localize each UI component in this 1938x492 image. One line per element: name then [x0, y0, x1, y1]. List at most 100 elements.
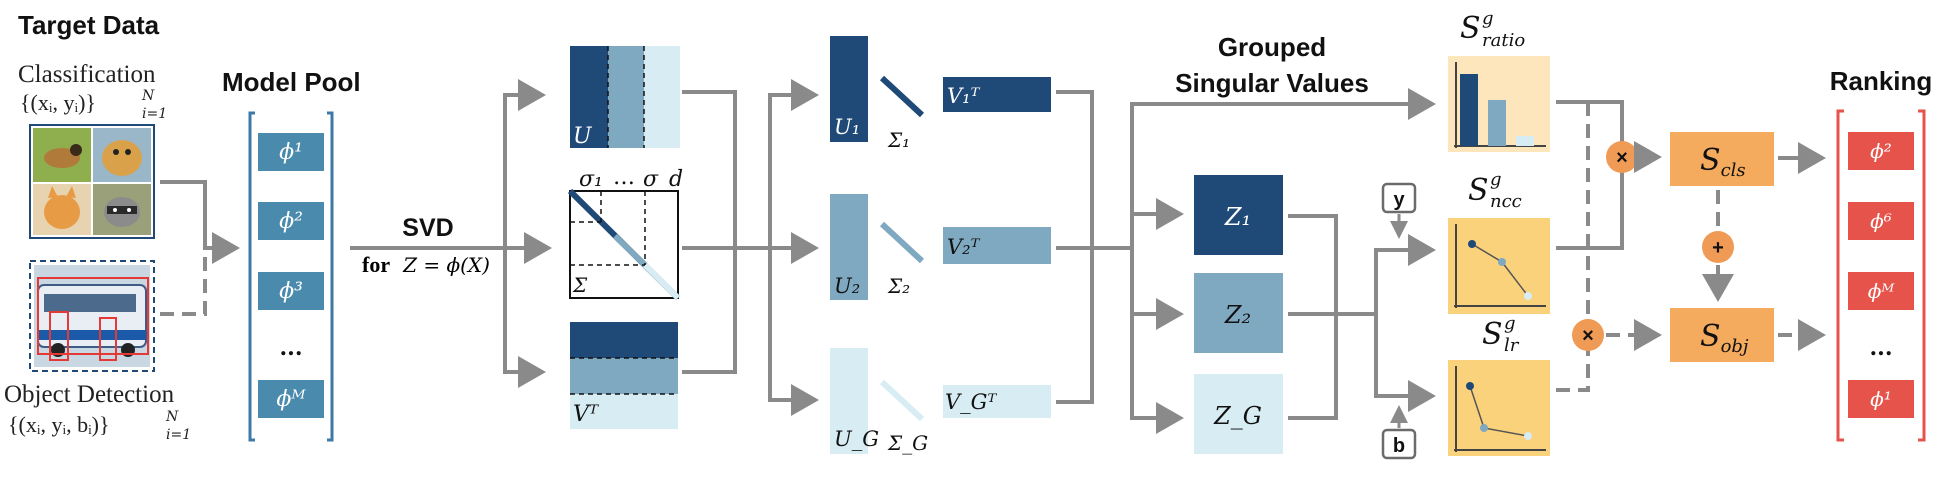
detection-label: Object Detection	[4, 381, 175, 408]
ranking-label-last: ϕ¹	[1870, 387, 1892, 411]
model-pool-item: ϕᴹ	[258, 380, 324, 418]
sigma1-label: Σ₁	[887, 128, 910, 152]
s-cls-base: S	[1700, 143, 1721, 178]
ranking-item: ϕ¹	[1848, 380, 1914, 418]
svg-text:S: S	[1460, 11, 1481, 46]
vt1-out-line	[1056, 90, 1094, 248]
classification-label: Classification	[18, 61, 156, 88]
classification-set-super: N	[141, 88, 155, 104]
vtg-out-line	[1056, 248, 1094, 404]
b-input-box: b	[1381, 428, 1417, 460]
u-matrix: U	[570, 46, 680, 149]
grouped-title-line2: Singular Values	[1175, 68, 1369, 98]
sigma-first-label: σ₁	[579, 167, 603, 192]
classification-set-sub: i=1	[142, 106, 167, 122]
zg-out-line	[1288, 314, 1338, 420]
arrow-detection-to-pool	[160, 248, 207, 316]
sigmag-label: Σ_G	[887, 431, 928, 455]
lr-sup: g	[1504, 313, 1516, 334]
arrow-to-vt	[503, 248, 546, 388]
model-pool-label-2: ϕ²	[279, 209, 303, 234]
multiply-op-obj-label: ×	[1582, 325, 1594, 347]
sigma-last-label: σ_d	[643, 167, 683, 192]
model-pool-section: Model Pool ϕ¹ ϕ² ϕ³ ... ϕᴹ	[222, 67, 361, 442]
ncc-point-2	[1498, 258, 1506, 266]
lr-chart	[1448, 360, 1550, 456]
ratio-bar-2	[1488, 100, 1506, 146]
model-pool-left-bracket	[248, 111, 255, 442]
detection-set-sub: i=1	[166, 427, 191, 443]
ranking-left-bracket	[1836, 109, 1844, 442]
s-cls-box: Scls	[1670, 132, 1774, 186]
detection-set-super: N	[165, 409, 179, 425]
model-pool-ellipsis: ...	[280, 335, 303, 361]
arrow-to-ncc	[1374, 234, 1436, 314]
arrow-to-ratio	[1130, 88, 1436, 248]
target-data-section: Target Data Classification {(xᵢ, yᵢ)} N …	[4, 10, 191, 443]
detection-image	[29, 260, 155, 372]
model-pool-item: ϕ³	[258, 272, 324, 310]
lr-dashed-up	[1556, 350, 1590, 392]
lr-point-3	[1524, 432, 1532, 440]
svg-text:Sobj: Sobj	[1700, 319, 1749, 357]
z1-block: Z₁	[1194, 175, 1283, 255]
u2-label: U₂	[834, 274, 860, 298]
ranking-label-2: ϕ⁶	[1870, 209, 1892, 233]
y-input-box: y	[1381, 182, 1417, 214]
arrow-classification-to-pool	[160, 180, 240, 264]
z1-out-line	[1288, 214, 1338, 314]
ranking-item: ϕᴹ	[1848, 272, 1914, 310]
model-pool-right-bracket	[327, 111, 334, 442]
ranking-item: ϕ⁶	[1848, 202, 1914, 240]
classification-set-body: {(xᵢ, yᵢ)}	[20, 90, 96, 115]
ncc-sub: ncc	[1490, 191, 1522, 212]
svg-text:S: S	[1468, 173, 1489, 208]
model-pool-item: ϕ²	[258, 202, 324, 240]
ncc-point-1	[1468, 240, 1476, 248]
group-2: U₂ Σ₂ V₂ᵀ	[830, 194, 1051, 300]
sigma2-label: Σ₂	[887, 274, 910, 298]
ranking-item: ϕ²	[1848, 132, 1914, 170]
ratio-chart	[1448, 56, 1550, 152]
ranking-label-3: ϕᴹ	[1868, 279, 1896, 303]
grouped-title-line1: Grouped	[1218, 32, 1326, 62]
arrow-to-u	[503, 79, 546, 248]
ratio-score-label: S g ratio	[1460, 8, 1525, 51]
sigma-matrix-label: Σ	[572, 273, 588, 297]
detection-set-body: {(xᵢ, yᵢ, bᵢ)}	[8, 412, 110, 437]
model-pool-title: Model Pool	[222, 67, 361, 97]
lr-point-1	[1466, 382, 1474, 390]
lr-point-2	[1480, 424, 1488, 432]
ncc-base: S	[1468, 173, 1489, 208]
lr-sub: lr	[1504, 335, 1520, 356]
vt-matrix: Vᵀ	[570, 322, 678, 429]
detection-set: {(xᵢ, yᵢ, bᵢ)}	[8, 412, 110, 437]
ratio-sub: ratio	[1482, 30, 1525, 51]
u-out-line	[682, 90, 737, 248]
arrow-to-lr	[1374, 314, 1436, 412]
ranking-ellipsis: ...	[1870, 335, 1893, 361]
plus-op: +	[1702, 231, 1734, 263]
b-input-label: b	[1393, 435, 1405, 457]
svd-subtitle-prefix: for	[362, 252, 390, 277]
y-input-label: y	[1393, 189, 1405, 211]
arrow-to-group-1	[768, 79, 819, 248]
multiply-op-cls-label: ×	[1616, 147, 1628, 169]
ratio-bar-3	[1516, 136, 1534, 146]
ranking-title: Ranking	[1830, 66, 1933, 96]
ncc-chart	[1448, 218, 1550, 314]
s-cls-sub: cls	[1721, 160, 1746, 181]
sigma-dots-label: …	[613, 165, 635, 190]
ratio-bar-1	[1460, 74, 1478, 146]
sigma-matrix: σ₁ … σ_d Σ	[567, 165, 683, 301]
arrow-to-z2	[1130, 248, 1184, 330]
classification-image	[29, 124, 155, 239]
ncc-score-label: S g ncc	[1468, 169, 1522, 212]
ncc-point-3	[1524, 292, 1532, 300]
u1-label: U₁	[834, 115, 860, 139]
svg-text:S: S	[1482, 317, 1503, 352]
model-pool-label-3: ϕ³	[279, 279, 303, 304]
ratio-base: S	[1460, 11, 1481, 46]
ug-label: U_G	[834, 427, 879, 451]
